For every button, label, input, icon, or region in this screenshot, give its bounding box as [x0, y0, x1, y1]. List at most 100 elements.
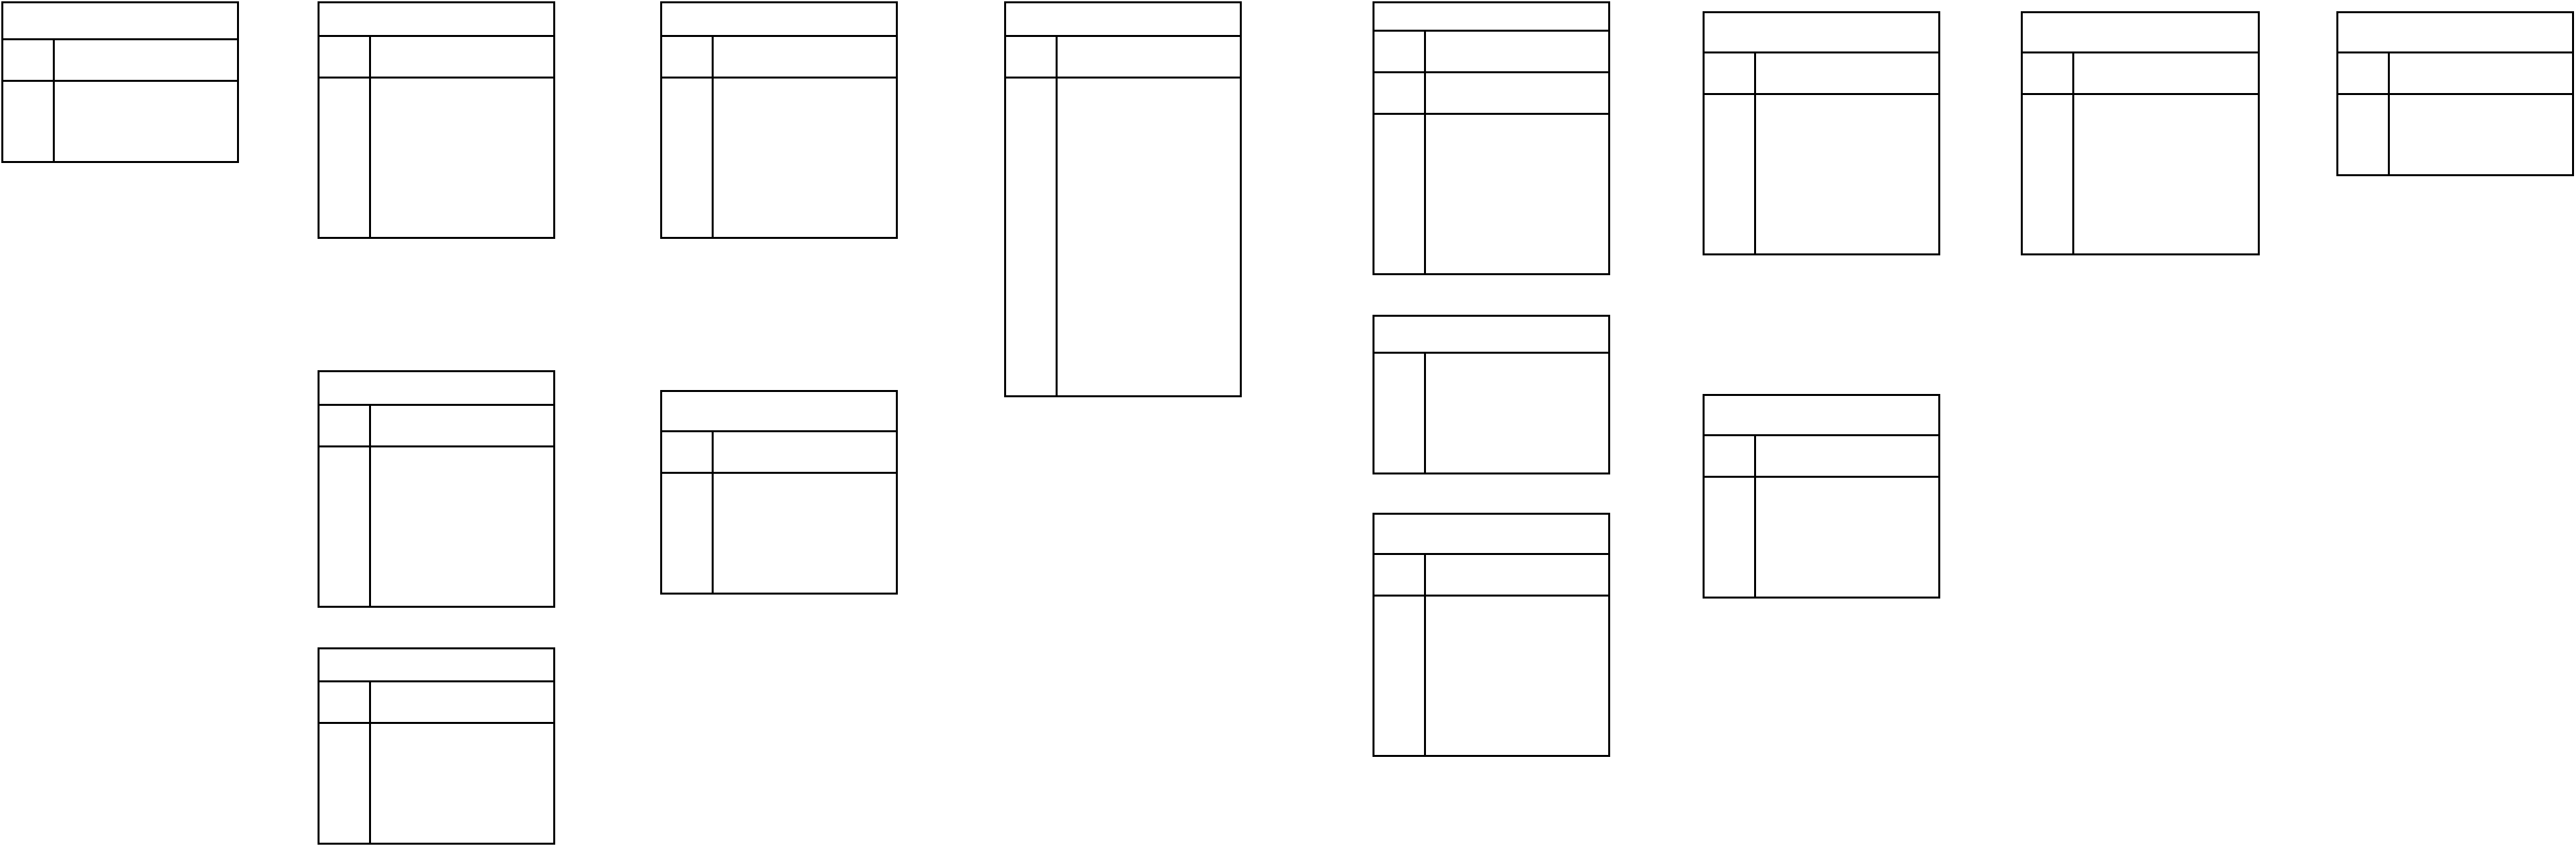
entity-production_product[interactable] [1703, 11, 1940, 255]
attribute-name [371, 682, 553, 722]
attribute-row [1426, 636, 1608, 676]
entity-title [3, 3, 237, 40]
body-attribute-column [371, 724, 553, 843]
attribute-row [1058, 356, 1240, 395]
key-section [320, 406, 553, 447]
entity-production_productcategory[interactable] [2336, 11, 2574, 176]
body-grid [662, 79, 896, 237]
attribute-row [1426, 194, 1608, 234]
body-section [320, 724, 553, 843]
entity-sales_salesorderdetail[interactable] [1373, 1, 1610, 275]
entity-title [320, 372, 553, 406]
body-section [1705, 95, 1938, 253]
entity-person_person[interactable] [318, 370, 555, 608]
body-section [1374, 115, 1608, 273]
attr-row [320, 682, 553, 722]
key-section [1374, 555, 1608, 597]
body-section [1374, 597, 1608, 755]
key-label [1374, 32, 1426, 71]
entity-sales_creditcard[interactable] [1373, 513, 1610, 757]
entity-title [2023, 13, 2258, 53]
key-section [662, 432, 896, 474]
attribute-row [2390, 135, 2572, 174]
entity-title [320, 649, 553, 682]
attr-row [662, 37, 896, 77]
attr-row [3, 40, 237, 80]
attribute-row [371, 764, 553, 803]
entity-person_countryregion[interactable] [1, 1, 239, 163]
body-section [1705, 478, 1938, 597]
body-attribute-column [1058, 79, 1240, 395]
key-label [1374, 555, 1426, 595]
attribute-row [714, 197, 896, 237]
body-key-column [320, 724, 371, 843]
attribute-name [55, 40, 237, 80]
attribute-name [1426, 555, 1608, 595]
key-label [320, 37, 371, 77]
entity-person_stateprovince[interactable] [318, 1, 555, 239]
key-label [662, 37, 714, 77]
attr-row [1374, 555, 1608, 595]
attribute-row [371, 724, 553, 764]
body-key-column [320, 447, 371, 606]
body-key-column [1374, 354, 1426, 472]
attribute-row [1426, 154, 1608, 194]
attr-row [1705, 436, 1938, 476]
attribute-name [2390, 53, 2572, 93]
body-section [662, 474, 896, 593]
entity-sales_customer[interactable] [660, 390, 898, 595]
body-attribute-column [1756, 478, 1938, 597]
body-grid [3, 82, 237, 161]
attribute-row [371, 447, 553, 487]
attribute-row [55, 82, 237, 121]
attribute-row [1426, 393, 1608, 433]
attribute-row [2390, 95, 2572, 135]
entity-sales_store[interactable] [318, 647, 555, 845]
body-grid [1705, 95, 1938, 253]
entity-title [662, 392, 896, 432]
attr-row [320, 37, 553, 77]
attr-row [1006, 37, 1240, 77]
body-attribute-column [1426, 354, 1608, 472]
attribute-row [1426, 676, 1608, 715]
entity-production_productsubcategory[interactable] [2021, 11, 2260, 255]
attribute-row [714, 474, 896, 513]
key-section [662, 37, 896, 79]
attribute-row [371, 118, 553, 158]
body-key-column [662, 79, 714, 237]
attribute-row [371, 487, 553, 527]
entity-title [1374, 317, 1608, 354]
attr-row [1374, 73, 1608, 113]
attribute-name [714, 37, 896, 77]
entity-person_address[interactable] [660, 1, 898, 239]
body-section [662, 79, 896, 237]
body-key-column [3, 82, 55, 161]
entity-sales_salesorderheader[interactable] [1004, 1, 1242, 397]
body-section [320, 447, 553, 606]
body-section [3, 82, 237, 161]
attribute-row [1058, 79, 1240, 118]
attribute-row [371, 527, 553, 566]
key-label [3, 40, 55, 80]
attribute-row [371, 79, 553, 118]
attribute-name [371, 406, 553, 445]
entity-sales_salesreason[interactable] [1703, 394, 1940, 599]
key-label [1374, 73, 1426, 113]
attribute-row [1058, 316, 1240, 356]
body-key-column [2338, 95, 2390, 174]
attribute-row [1426, 433, 1608, 472]
body-attribute-column [1756, 95, 1938, 253]
attribute-row [1058, 118, 1240, 158]
attribute-row [1756, 95, 1938, 135]
attr-row [662, 432, 896, 472]
attribute-row [1756, 557, 1938, 597]
body-attribute-column [371, 447, 553, 606]
body-grid [1705, 478, 1938, 597]
attribute-row [2074, 174, 2258, 214]
body-key-column [1374, 597, 1426, 755]
attribute-row [1058, 237, 1240, 277]
entity-sales_salesorderheadersalesreason[interactable] [1373, 315, 1610, 474]
body-grid [2338, 95, 2572, 174]
entity-title [2338, 13, 2572, 53]
attribute-row [714, 158, 896, 197]
